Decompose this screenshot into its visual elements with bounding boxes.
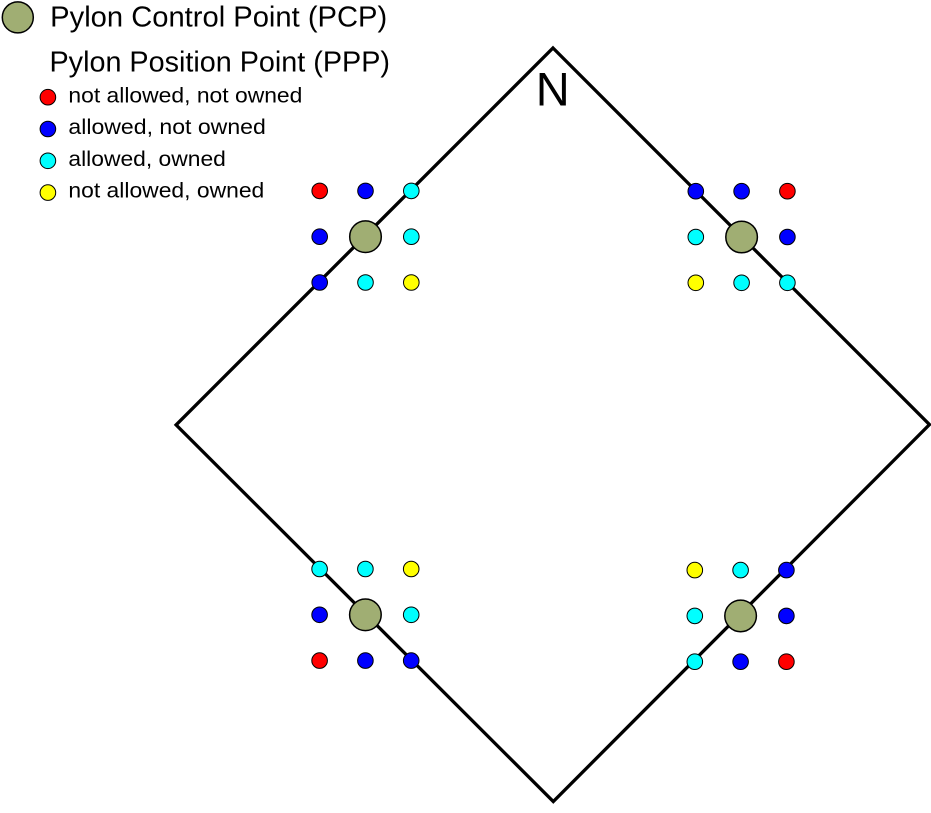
svg-text:allowed, owned: allowed, owned xyxy=(68,147,226,171)
svg-text:not allowed, not owned: not allowed, not owned xyxy=(68,83,302,107)
svg-text:Pylon Control Point (PCP): Pylon Control Point (PCP) xyxy=(50,2,387,34)
svg-text:not allowed, owned: not allowed, owned xyxy=(68,179,264,203)
svg-text:N: N xyxy=(536,62,570,115)
svg-text:Pylon Position Point (PPP): Pylon Position Point (PPP) xyxy=(50,46,391,78)
svg-text:allowed, not owned: allowed, not owned xyxy=(68,115,265,139)
